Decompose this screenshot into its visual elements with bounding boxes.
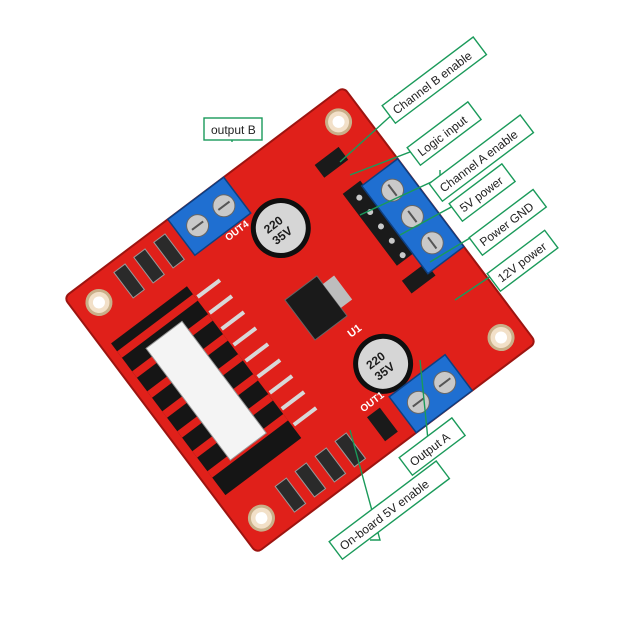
capacitor-1: 220 35V xyxy=(250,198,311,259)
heatsink xyxy=(111,286,302,496)
terminal-block-power xyxy=(360,157,465,275)
label-output-b: output B xyxy=(203,117,263,141)
mounting-holes xyxy=(85,108,515,532)
capacitor-2: 220 35V xyxy=(353,333,414,394)
label-output-b-text: output B xyxy=(211,123,256,137)
label-onboard-5v-enable-text: On-board 5V enable xyxy=(337,477,432,553)
chip-pins xyxy=(196,278,318,427)
logic-header xyxy=(342,180,415,266)
